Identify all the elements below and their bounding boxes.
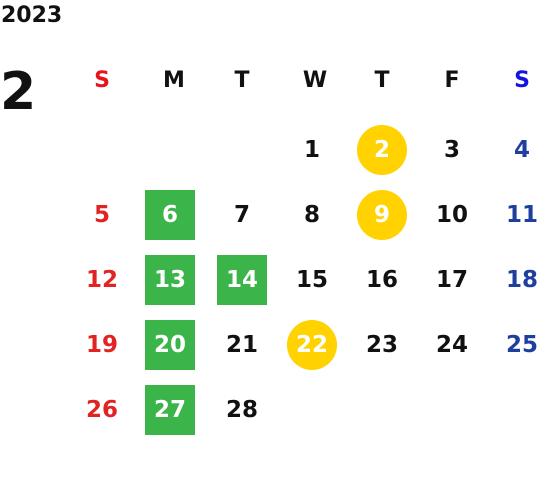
date-cell-7[interactable]: 7 xyxy=(212,190,272,240)
weekday-fri: F xyxy=(444,67,460,93)
date-label: 22 xyxy=(295,332,328,358)
weekday-tue: T xyxy=(234,67,250,93)
date-label: 16 xyxy=(365,267,398,293)
date-cell-8[interactable]: 8 xyxy=(282,190,342,240)
date-cell-1[interactable]: 1 xyxy=(282,125,342,175)
weekday-thu: T xyxy=(374,67,390,93)
date-cell-16[interactable]: 16 xyxy=(352,255,412,305)
date-cell-5[interactable]: 5 xyxy=(72,190,132,240)
date-cell-2[interactable]: 2 xyxy=(352,125,412,175)
date-cell-11[interactable]: 11 xyxy=(492,190,548,240)
date-label: 28 xyxy=(225,397,258,423)
date-cell-20[interactable]: 20 xyxy=(140,320,200,370)
date-label: 4 xyxy=(513,137,530,163)
date-label: 10 xyxy=(435,202,468,228)
date-cell-22[interactable]: 22 xyxy=(282,320,342,370)
date-label: 3 xyxy=(443,137,460,163)
date-label: 8 xyxy=(303,202,320,228)
weekday-sat: S xyxy=(514,67,530,93)
date-cell-28[interactable]: 28 xyxy=(212,385,272,435)
weekday-wed: W xyxy=(302,67,328,93)
date-label: 12 xyxy=(85,267,118,293)
weekday-sun: S xyxy=(94,67,110,93)
calendar-year: 2023 xyxy=(1,3,63,28)
date-label: 25 xyxy=(505,332,538,358)
date-cell-26[interactable]: 26 xyxy=(72,385,132,435)
date-label: 9 xyxy=(373,202,390,228)
date-cell-17[interactable]: 17 xyxy=(422,255,482,305)
date-label: 1 xyxy=(303,137,320,163)
date-label: 13 xyxy=(153,267,186,293)
calendar-month: 2 xyxy=(0,62,37,122)
date-cell-18[interactable]: 18 xyxy=(492,255,548,305)
date-cell-21[interactable]: 21 xyxy=(212,320,272,370)
date-label: 17 xyxy=(435,267,468,293)
date-label: 26 xyxy=(85,397,118,423)
date-label: 20 xyxy=(153,332,186,358)
date-label: 7 xyxy=(233,202,250,228)
date-cell-25[interactable]: 25 xyxy=(492,320,548,370)
date-cell-23[interactable]: 23 xyxy=(352,320,412,370)
date-cell-12[interactable]: 12 xyxy=(72,255,132,305)
date-label: 6 xyxy=(161,202,178,228)
date-cell-14[interactable]: 14 xyxy=(212,255,272,305)
date-label: 2 xyxy=(373,137,390,163)
date-label: 23 xyxy=(365,332,398,358)
date-label: 24 xyxy=(435,332,468,358)
date-label: 11 xyxy=(505,202,538,228)
date-cell-15[interactable]: 15 xyxy=(282,255,342,305)
date-cell-9[interactable]: 9 xyxy=(352,190,412,240)
date-cell-27[interactable]: 27 xyxy=(140,385,200,435)
date-cell-3[interactable]: 3 xyxy=(422,125,482,175)
date-label: 27 xyxy=(153,397,186,423)
date-label: 21 xyxy=(225,332,258,358)
date-cell-10[interactable]: 10 xyxy=(422,190,482,240)
date-cell-4[interactable]: 4 xyxy=(492,125,548,175)
weekday-mon: M xyxy=(163,67,185,93)
date-label: 15 xyxy=(295,267,328,293)
date-label: 19 xyxy=(85,332,118,358)
date-cell-24[interactable]: 24 xyxy=(422,320,482,370)
date-cell-19[interactable]: 19 xyxy=(72,320,132,370)
date-label: 14 xyxy=(225,267,258,293)
date-cell-6[interactable]: 6 xyxy=(140,190,200,240)
date-label: 5 xyxy=(93,202,110,228)
date-cell-13[interactable]: 13 xyxy=(140,255,200,305)
date-label: 18 xyxy=(505,267,538,293)
